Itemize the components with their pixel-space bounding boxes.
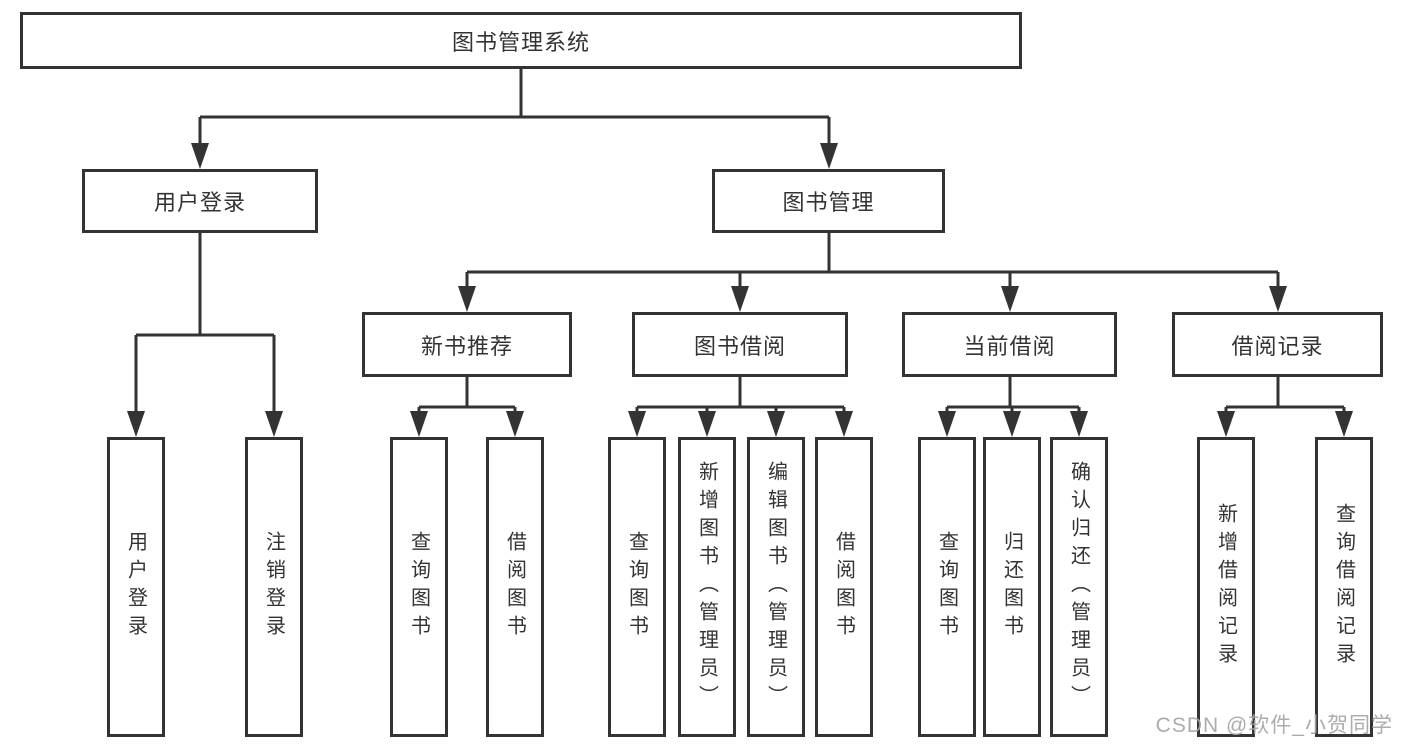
node-leaf-query-books-borrow: 查询图书 [608,437,666,737]
node-leaf-query-books-recommend: 查询图书 [390,437,448,737]
node-leaf-query-books-current: 查询图书 [918,437,976,737]
node-leaf-return-books: 归还图书 [983,437,1041,737]
node-leaf-add-books-admin: 新增图书（管理员） [678,437,736,737]
node-current-borrowing: 当前借阅 [902,312,1117,377]
node-leaf-logout: 注销登录 [245,437,303,737]
node-leaf-confirm-return-admin: 确认归还（管理员） [1050,437,1108,737]
node-book-management: 图书管理 [712,169,945,233]
node-leaf-query-borrow-record: 查询借阅记录 [1315,437,1373,737]
node-leaf-edit-books-admin: 编辑图书（管理员） [747,437,805,737]
arrowheads [127,143,1353,437]
node-leaf-user-login: 用户登录 [107,437,165,737]
node-leaf-borrow-books: 借阅图书 [815,437,873,737]
node-user-login: 用户登录 [82,169,318,233]
node-new-book-recommendation: 新书推荐 [362,312,572,377]
node-library-management-system: 图书管理系统 [20,12,1022,69]
node-borrowing-records: 借阅记录 [1172,312,1383,377]
node-leaf-borrow-books-recommend: 借阅图书 [486,437,544,737]
csdn-watermark: CSDN @软件_小贺同学 [1155,714,1393,737]
node-book-borrowing: 图书借阅 [632,312,848,377]
node-leaf-add-borrow-record: 新增借阅记录 [1197,437,1255,737]
tree-edges [134,69,1346,414]
